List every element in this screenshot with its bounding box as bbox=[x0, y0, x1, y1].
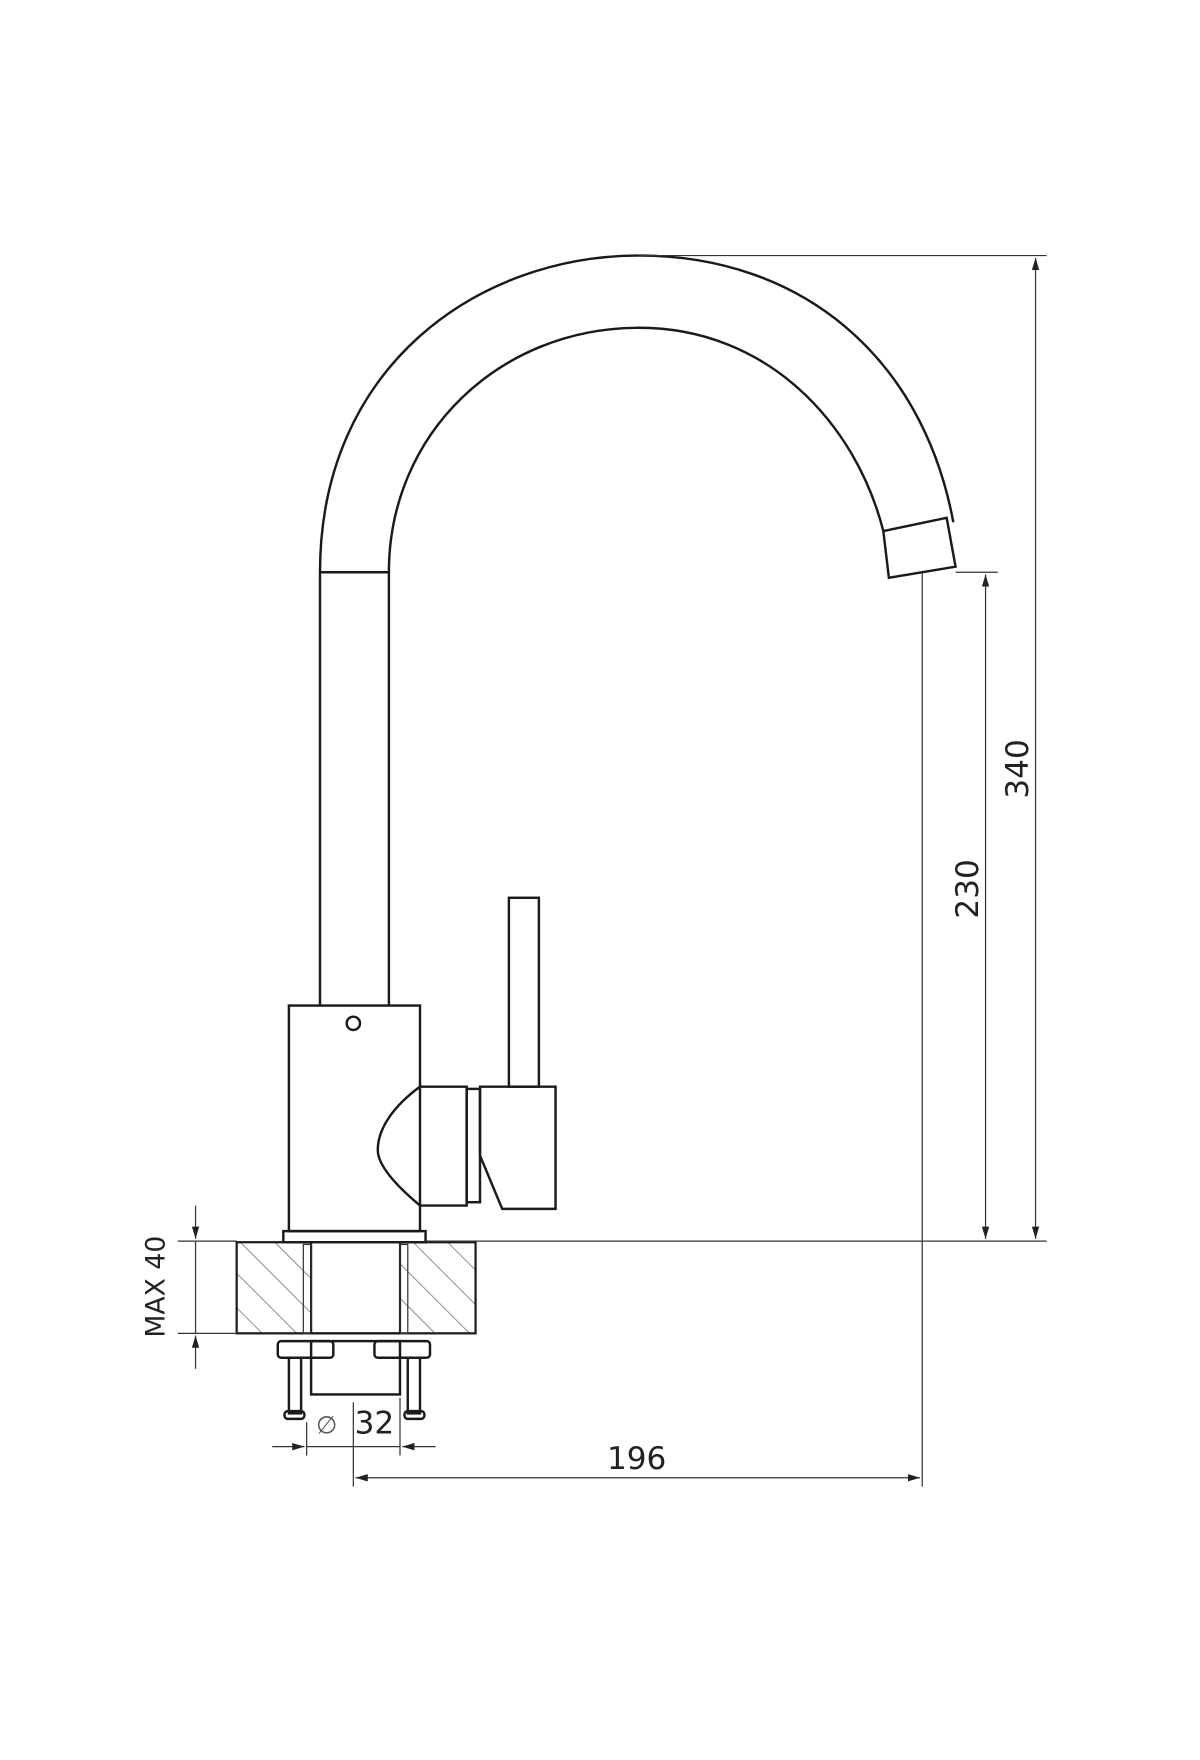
dimension-spout-height: 230 bbox=[950, 574, 990, 1239]
dimension-max-countertop: MAX 40 bbox=[140, 1205, 200, 1369]
mixer-handle bbox=[376, 896, 557, 1211]
collar bbox=[465, 1087, 482, 1204]
hole-diameter-label: 32 bbox=[355, 1405, 395, 1441]
spout bbox=[318, 254, 957, 1006]
diameter-symbol: ∅ bbox=[316, 1410, 337, 1439]
total-height-label: 340 bbox=[1000, 739, 1036, 798]
base-plate bbox=[282, 1229, 427, 1244]
lever bbox=[507, 896, 541, 1088]
spout-height-label: 230 bbox=[950, 859, 986, 918]
faucet-body bbox=[282, 1004, 427, 1244]
mounting-hardware bbox=[276, 1339, 432, 1421]
set-screw-hole bbox=[345, 1015, 362, 1032]
clamp-plate-right bbox=[373, 1339, 432, 1360]
dimension-total-height: 340 bbox=[1000, 257, 1040, 1239]
max-countertop-label: MAX 40 bbox=[140, 1236, 171, 1338]
bolt-right bbox=[406, 1356, 422, 1415]
spout-reach-label: 196 bbox=[607, 1441, 666, 1477]
dimension-hole-diameter: ∅ 32 bbox=[272, 1405, 436, 1451]
dimension-spout-reach: 196 bbox=[355, 1441, 920, 1482]
bolt-left bbox=[287, 1356, 303, 1415]
spout-tip bbox=[881, 516, 957, 580]
countertop-section bbox=[235, 1241, 477, 1335]
clamp-plate-left bbox=[276, 1339, 335, 1360]
inlet-pipe bbox=[309, 1339, 402, 1396]
extension-lines bbox=[177, 254, 1047, 1487]
